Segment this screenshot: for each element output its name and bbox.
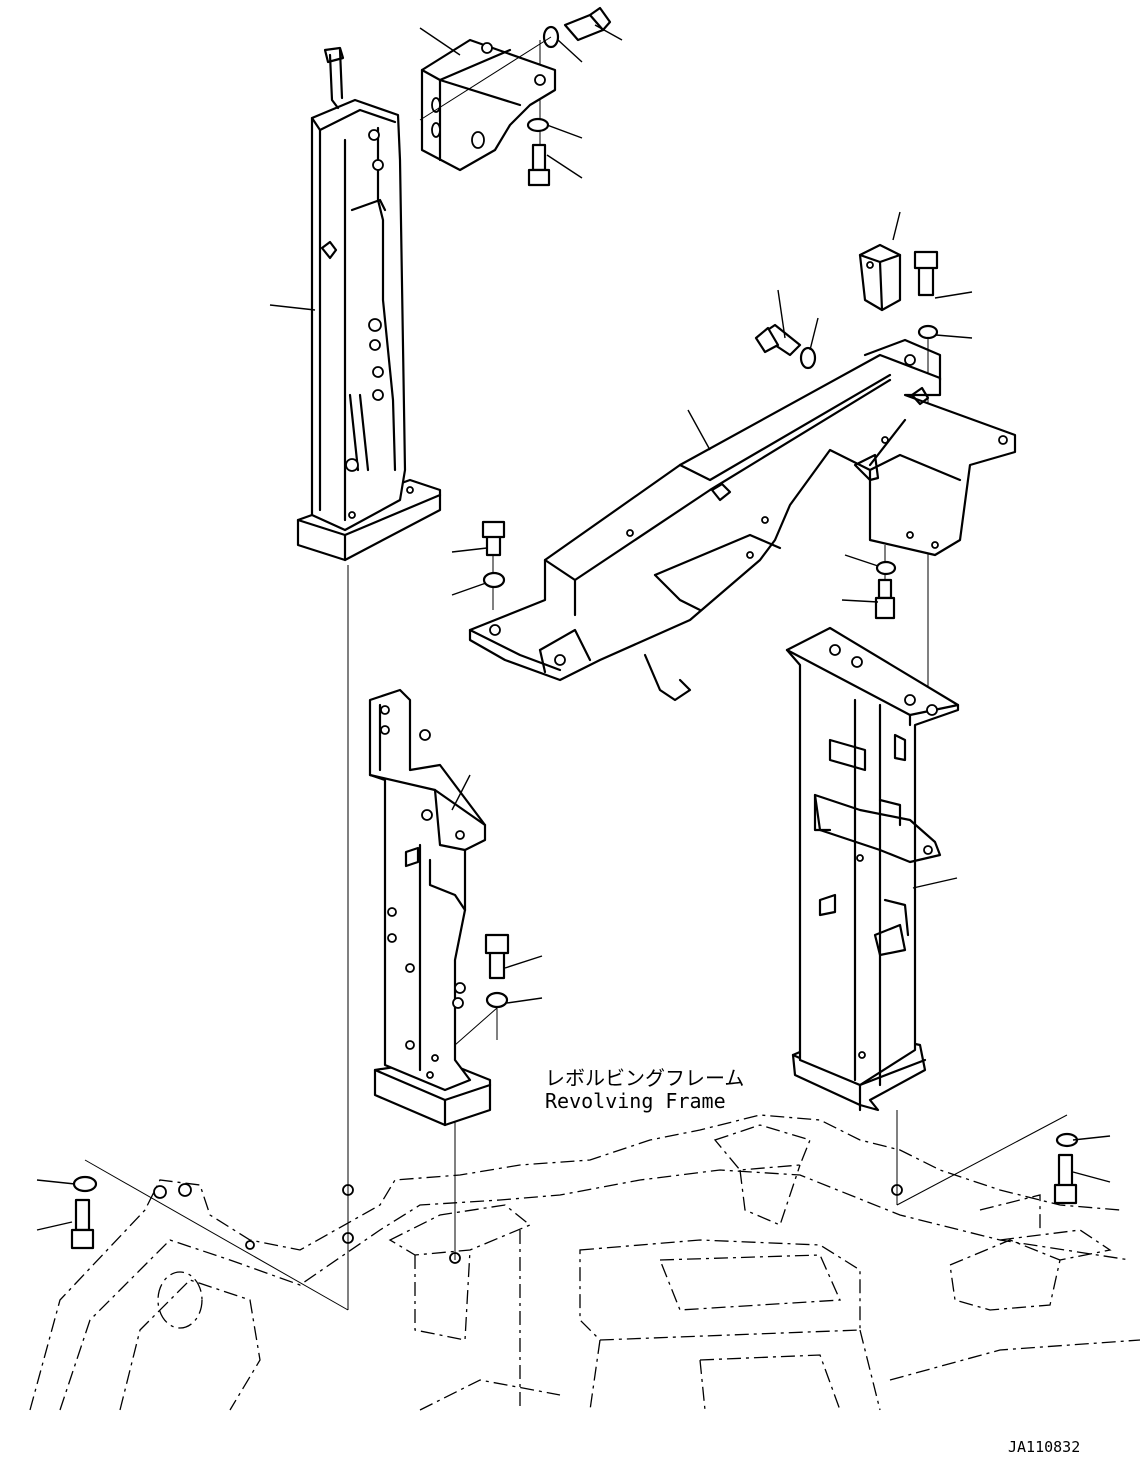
bolt-frame-left xyxy=(70,1198,95,1250)
right-pillar xyxy=(785,626,960,1112)
top-bracket xyxy=(420,38,557,172)
left-pillar xyxy=(296,46,442,562)
bolt-clip xyxy=(913,250,939,297)
washers xyxy=(72,25,1079,1193)
frame-label-en: Revolving Frame xyxy=(545,1089,726,1113)
bolt-bracket xyxy=(527,143,551,187)
clip-part xyxy=(858,243,902,312)
bolt-frame-right xyxy=(1053,1153,1078,1205)
bolts xyxy=(70,6,1078,1250)
frame-label-jp: レボルビングフレーム xyxy=(545,1066,744,1090)
bolt-beam-left xyxy=(481,520,506,557)
bolt-beam xyxy=(754,323,802,357)
bolt-top xyxy=(563,6,612,42)
drawing-code: JA110832 xyxy=(1008,1438,1080,1456)
revolving-frame xyxy=(29,1114,1141,1411)
cross-beam xyxy=(468,338,1017,702)
leader-lines xyxy=(36,24,1111,1311)
bolt-beam-right xyxy=(874,578,896,620)
lower-left-pillar xyxy=(368,688,492,1127)
bolt-lower-left xyxy=(484,933,510,980)
